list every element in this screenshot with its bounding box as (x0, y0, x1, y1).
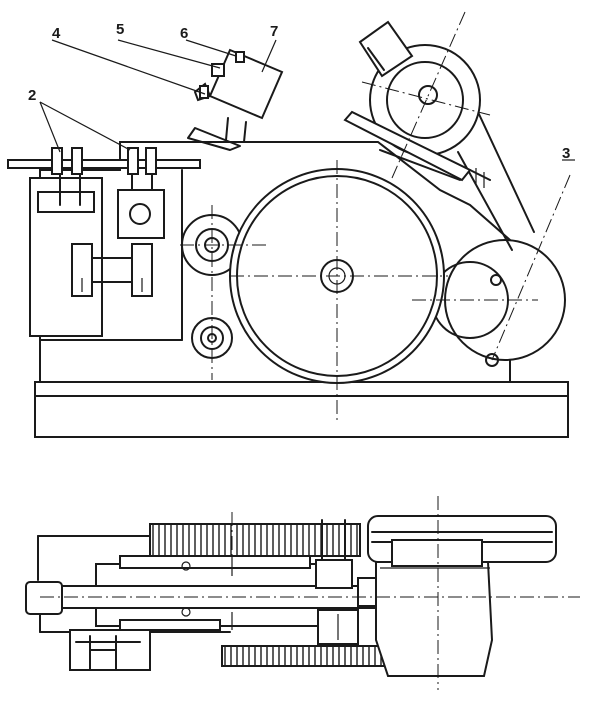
guide-rods (7, 147, 201, 206)
front-view: 4 5 6 7 2 3 (7, 11, 575, 438)
main-shaft (59, 555, 401, 631)
upper-gear (149, 519, 361, 561)
callout-3: 3 (562, 145, 570, 162)
callout-2: 2 (28, 87, 36, 104)
top-view (25, 496, 580, 690)
lower-bracket (69, 629, 151, 671)
callout-6: 6 (180, 25, 188, 42)
lower-gear (221, 645, 403, 667)
right-pulley (431, 239, 566, 367)
left-coupling (25, 581, 63, 615)
control-box (187, 48, 284, 151)
base-bed (34, 381, 569, 438)
top-centerlines (40, 496, 580, 690)
front-centerlines (180, 11, 571, 420)
callout-7: 7 (270, 23, 278, 40)
clamp-block (117, 189, 165, 239)
upper-motor (358, 20, 481, 156)
callout-4: 4 (52, 25, 61, 42)
left-support (29, 177, 153, 337)
callout-5: 5 (116, 21, 124, 38)
leader-lines (39, 39, 575, 161)
top-motor (367, 515, 557, 677)
tension-bolt (469, 168, 491, 188)
